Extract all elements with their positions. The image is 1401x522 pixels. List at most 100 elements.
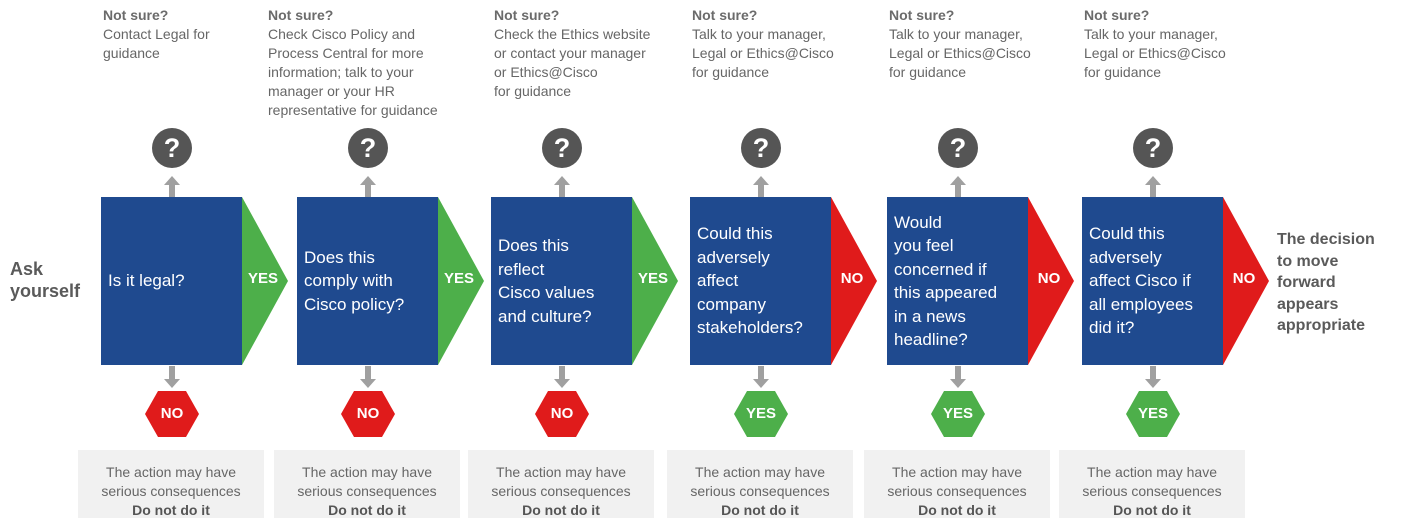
arrow-up-icon (360, 176, 376, 203)
question-icon: ? (348, 128, 388, 168)
arrow-down-icon (1145, 366, 1161, 393)
arrow-down-icon (360, 366, 376, 393)
guidance-line: or Ethics@Cisco (494, 64, 598, 80)
question-line: company (697, 294, 766, 314)
arrow-down-icon (753, 366, 769, 393)
pass-arrow (438, 197, 484, 370)
question-line: adversely (697, 247, 770, 267)
outcome-hexagon (341, 391, 395, 442)
guidance-line: or contact your manager (494, 45, 646, 61)
pass-label: NO (840, 270, 864, 287)
outcome-label: NO (160, 405, 184, 422)
pass-label: NO (1232, 270, 1256, 287)
outcome-hexagon (535, 391, 589, 442)
consequence-line: The action may have (892, 464, 1022, 480)
pass-arrow (242, 197, 288, 370)
arrow-down-icon (554, 366, 570, 393)
question-icon: ? (1133, 128, 1173, 168)
question-line: Does this (498, 236, 569, 255)
consequence-line: The action may have (695, 464, 825, 480)
arrow-up-icon (950, 176, 966, 203)
question-line: Could this (697, 224, 773, 244)
question-icon: ? (542, 128, 582, 168)
guidance-line: Process Central for more (268, 45, 424, 61)
arrow-up-icon (164, 176, 180, 203)
pass-arrow (831, 197, 877, 370)
pass-label: YES (637, 270, 668, 287)
guidance-line: Contact Legal for (103, 26, 210, 42)
ask-line: Ask (10, 259, 44, 279)
consequence-line: Do not do it (918, 502, 996, 518)
guidance-title: Not sure? (1084, 7, 1150, 23)
outcome-hexagon (931, 391, 985, 442)
question-line: Is it legal? (108, 271, 185, 291)
conclusion-line: The decision (1277, 231, 1375, 248)
question-line: this appeared (894, 283, 998, 302)
guidance-line: Legal or Ethics@Cisco (692, 45, 834, 61)
outcome-label: YES (745, 405, 776, 422)
guidance-note: Not sure? Contact Legal for guidance (103, 6, 303, 63)
guidance-line: Legal or Ethics@Cisco (1084, 45, 1226, 61)
pass-arrow (632, 197, 678, 370)
outcome-label: NO (550, 405, 574, 422)
question-line: did it? (1089, 318, 1135, 338)
question-line: Cisco values (498, 283, 595, 302)
guidance-title: Not sure? (494, 7, 560, 23)
decision-step: Not sure? Talk to your manager, Legal or E… (864, 0, 1077, 522)
consequence-line: Do not do it (522, 502, 600, 518)
pass-label: YES (443, 270, 474, 287)
guidance-title: Not sure? (103, 7, 169, 23)
guidance-line: representative for guidance (268, 102, 438, 118)
consequence-line: serious consequences (101, 483, 241, 499)
conclusion-line: appropriate (1277, 317, 1366, 334)
conclusion-line: forward (1277, 274, 1336, 291)
consequence-line: serious consequences (887, 483, 1027, 499)
consequence-line: serious consequences (297, 483, 437, 499)
pass-label: YES (247, 270, 278, 287)
question-box: Is it legal? (101, 197, 242, 365)
question-line: Would (894, 212, 942, 232)
guidance-note: Not sure?Talk to your manager,Legal or E… (692, 6, 892, 82)
guidance-note: Not sure? Talk to your manager, Legal or E… (889, 6, 1089, 82)
question-line: affect (697, 271, 739, 291)
arrow-down-icon (950, 366, 966, 393)
guidance-title: Not sure? (692, 7, 758, 23)
question-icon: ? (741, 128, 781, 168)
guidance-line: guidance (103, 45, 160, 61)
question-line: in a news (894, 306, 966, 326)
consequence-line: Do not do it (328, 502, 406, 518)
consequence-line: serious consequences (491, 483, 631, 499)
consequence-line: The action may have (302, 464, 432, 480)
consequence-line: The action may have (496, 464, 626, 480)
consequence-line: Do not do it (1113, 502, 1191, 518)
decision-step: Not sure? Contact Legal for guidance? Is it… (78, 0, 291, 522)
question-line: and culture? (498, 306, 592, 326)
conclusion-text: The decision to move forward appears app… (1277, 229, 1395, 337)
guidance-line: Legal or Ethics@Cisco (889, 45, 1031, 61)
question-line: stakeholders? (697, 318, 803, 338)
consequence-line: serious consequences (1082, 483, 1222, 499)
guidance-line: Talk to your manager, (889, 26, 1023, 42)
question-icon: ? (152, 128, 192, 168)
question-line: all employees (1089, 294, 1193, 314)
ask-line: yourself (10, 281, 81, 301)
decision-step: Not sure?Talk to your manager,Legal or E… (667, 0, 880, 522)
ask-yourself-label: Ask yourself (10, 258, 100, 302)
arrow-down-icon (164, 366, 180, 393)
consequence-line: Do not do it (721, 502, 799, 518)
guidance-note: Not sure?Talk to your manager,Legal or E… (1084, 6, 1284, 82)
question-line: headline? (894, 330, 968, 349)
consequence-line: The action may have (1087, 464, 1217, 480)
question-line: you feel (894, 236, 954, 255)
guidance-title: Not sure? (889, 7, 955, 23)
